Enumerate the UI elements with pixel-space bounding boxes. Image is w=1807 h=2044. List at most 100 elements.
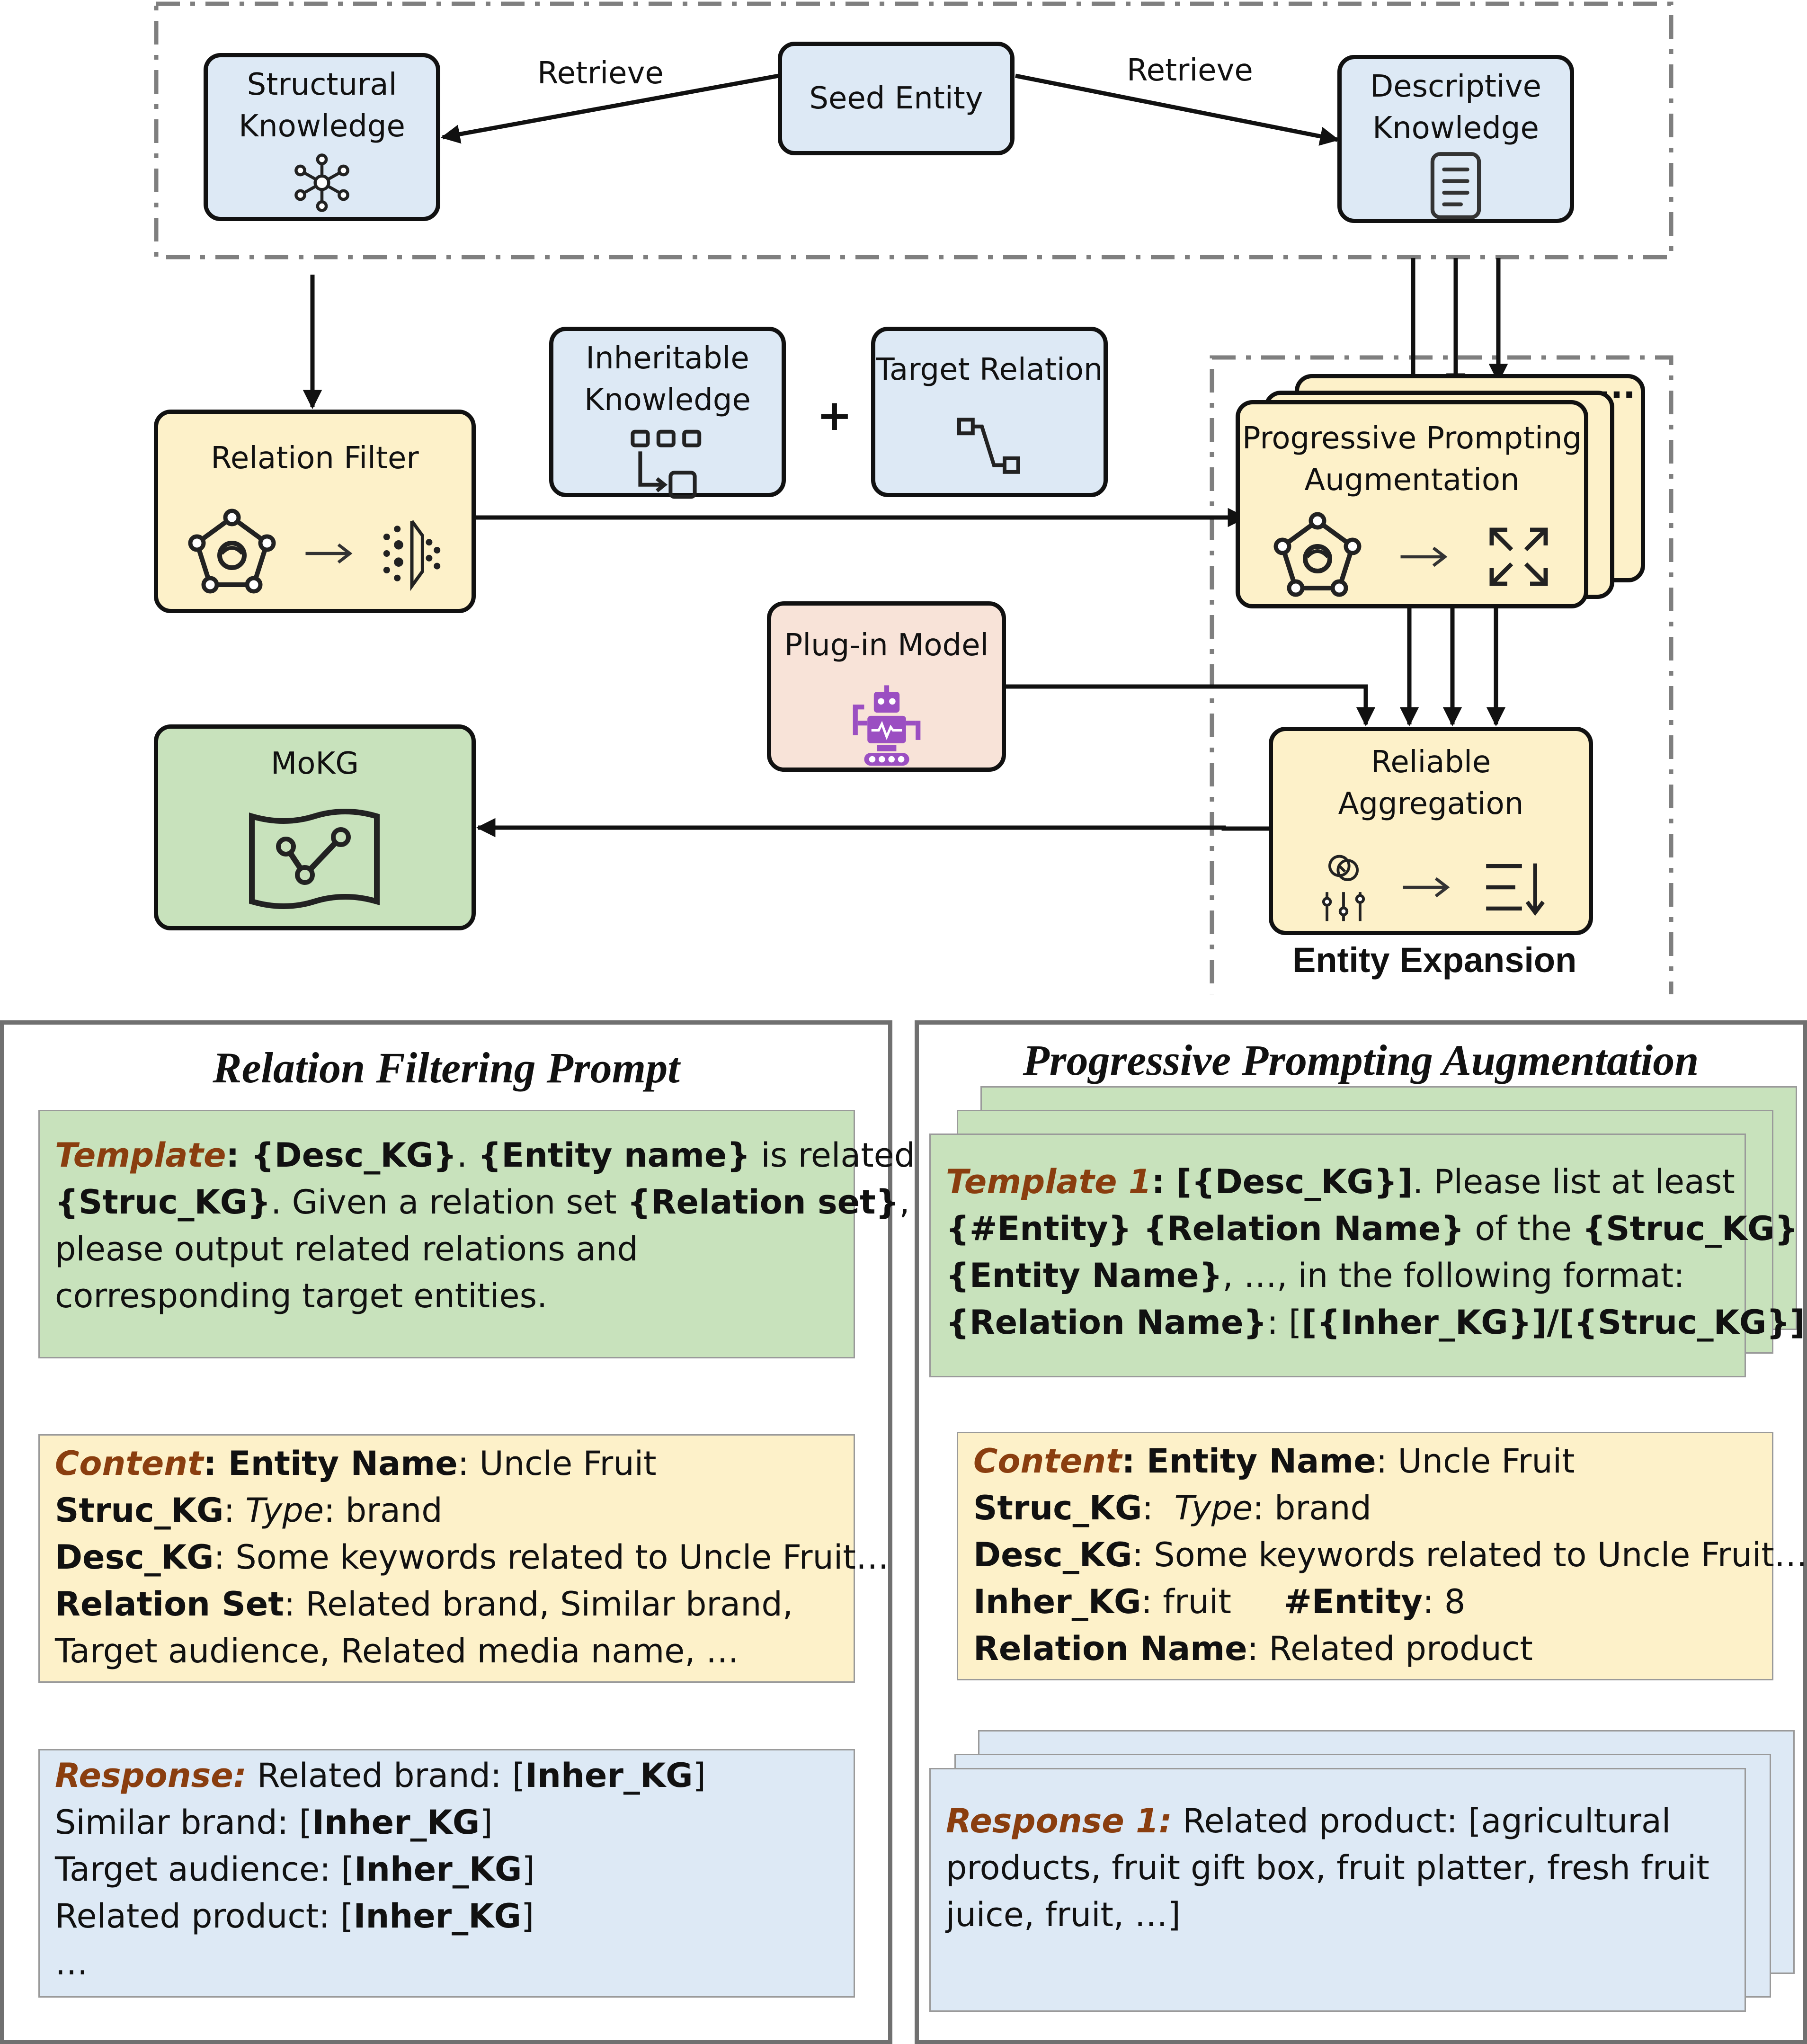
ppa-content-value: : brand [1253,1489,1371,1527]
rf-template-text: {Struc_KG} [55,1183,271,1222]
edge-seed-to-descriptive [1015,73,1339,146]
pentagon-graph-icon [1273,512,1361,597]
rf-template-text: . [456,1136,478,1175]
rf-content-value: : brand [323,1491,443,1530]
hierarchy-icon [631,429,702,499]
ppa-content-key: : Entity Name [1122,1442,1376,1481]
ppa-content-key: Relation Name [973,1629,1247,1668]
ppa-template-text: of the [1464,1209,1583,1248]
rf-response-text: Inher_KG [312,1803,480,1842]
ppa-template-text: : [ [1267,1303,1302,1342]
relation-path-icon [957,418,1020,474]
right-arrow-icon [1400,546,1447,567]
rf-content-key: Struc_KG [55,1491,224,1530]
rf-content-value: : Some keywords related to Uncle Fruit… [214,1538,889,1577]
edge-agg-to-mokg [476,818,1271,838]
rf-response-text: Target audience: [ [55,1850,355,1889]
rf-content-value: : [223,1491,246,1530]
relation-filter-node: Relation Filter [154,410,476,613]
ppa-response-text: Related product: [agricultural [1172,1802,1671,1840]
relation-filtering-title: Relation Filtering Prompt [213,1044,680,1092]
rf-response-text: Inher_KG [354,1850,522,1889]
ppa-content-value: : Related product [1247,1629,1533,1668]
rf-content-key: Desc_KG [55,1538,214,1577]
structural-knowledge-label: Structural Knowledge [239,67,405,144]
retrieve-left-label: Retrieve [537,56,664,91]
ppa-template-text: {Entity Name} [946,1256,1223,1295]
rf-response-text: Related brand: [ [246,1756,525,1795]
rf-template-text: please output related relations and [55,1230,638,1268]
rf-response-text: ] [480,1803,493,1842]
ppa-template-text: {Struc_KG} [1582,1209,1798,1248]
ppa-template-text: ,,,]. [1805,1303,1807,1342]
rf-template-text: : [226,1136,251,1175]
ppa-prompt-panel: Progressive Prompting Augmentation Templ… [915,1020,1807,2044]
plugin-model-node: Plug-in Model [767,601,1006,772]
ppa-template-text: . Please list at least [1412,1162,1735,1201]
rf-response-text: Inher_KG [353,1897,521,1936]
ppa-response-tag: Response 1: [946,1802,1172,1840]
adjust-icon [1322,855,1365,921]
ppa-content-value: : [1142,1489,1175,1527]
structural-knowledge-node: Structural Knowledge [204,53,440,221]
rf-content-value: : Uncle Fruit [457,1444,657,1483]
ppa-response-text: products, fruit gift box, fruit platter,… [946,1848,1709,1887]
pentagon-graph-icon [188,509,276,594]
network-icon [294,153,349,212]
ppa-template-text: {Relation Name} [946,1303,1267,1342]
reliable-aggregation-node: Reliable Aggregation [1269,727,1593,935]
seed-entity-node: Seed Entity [778,42,1015,155]
ppa-template-text: {#Entity} {Relation Name} [946,1209,1465,1248]
target-relation-label: Target Relation [876,352,1103,387]
ppa-template-card: Template 1: [{Desc_KG}]. Please list at … [929,1134,1807,1377]
retrieval-region [154,1,1673,259]
filter-icon [383,520,441,591]
rf-template-text: {Entity name} [478,1136,751,1175]
ppa-content-key: Desc_KG [973,1535,1132,1574]
target-relation-node: Target Relation [871,327,1108,497]
rf-response-text: ] [522,1850,535,1889]
rf-template-text: {Desc_KG} [250,1136,457,1175]
rf-template-text: {Relation set} [627,1183,899,1222]
ppa-content-value: : fruit [1141,1582,1284,1621]
entity-expansion-region [1210,355,1673,994]
ppa-node: Progressive Prompting Augmentation [1236,400,1588,608]
relation-filtering-panel: Relation Filtering Prompt Template: {Des… [0,1020,959,2044]
inheritable-knowledge-node: Inheritable Knowledge [549,327,786,499]
rf-response-tag: Response: [55,1756,247,1795]
ppa-template-text: [{Inher_KG}]/[{Struc_KG}] [1301,1303,1806,1342]
ppa-content-value: : Some keywords related to Uncle Fruit… [1132,1535,1807,1574]
ppa-response-card: Response 1: Related product: [agricultur… [929,1768,1746,2012]
descriptive-knowledge-label: Descriptive Knowledge [1370,69,1542,146]
edge-seed-to-structural [441,73,779,144]
map-icon [249,809,380,909]
rf-template-tag: Template [55,1136,226,1175]
ppa-template-tag: Template 1 [946,1162,1152,1201]
ppa-response-text: juice, fruit, …] [946,1895,1181,1934]
ppa-template-text: [{Desc_KG}] [1176,1162,1413,1201]
edge-plugin-to-agg [1006,684,1376,727]
reliable-aggregation-label: Reliable Aggregation [1338,745,1524,821]
rf-content-value: Type [245,1491,324,1530]
flow-diagram [154,1,1673,994]
sort-icon [1486,863,1545,916]
ppa-content-key: Struc_KG [973,1489,1142,1527]
document-icon [1430,152,1481,219]
rf-content-value: : Related brand, Similar brand, [284,1585,793,1624]
expand-icon [1489,527,1548,586]
entity-expansion-label: Entity Expansion [1292,940,1577,980]
rf-response-text: Similar brand: [ [55,1803,312,1842]
plugin-model-label: Plug-in Model [784,628,989,663]
rf-template-text: . Given a relation set [271,1183,627,1222]
ppa-content-tag: Content [973,1442,1122,1481]
inheritable-knowledge-label: Inheritable Knowledge [584,341,751,418]
rf-content-key: Relation Set [55,1585,284,1624]
ppa-content-key: #Entity [1284,1582,1423,1621]
ppa-content-value: Type [1174,1489,1253,1527]
rf-response-text: ] [693,1756,706,1795]
seed-entity-label: Seed Entity [809,81,983,116]
rf-content-card: Content: Entity Name: Uncle Fruit Struc_… [38,1434,889,1683]
mokg-node: MoKG [154,724,476,930]
ppa-content-value: : 8 [1423,1582,1466,1621]
right-arrow-icon [305,543,353,564]
